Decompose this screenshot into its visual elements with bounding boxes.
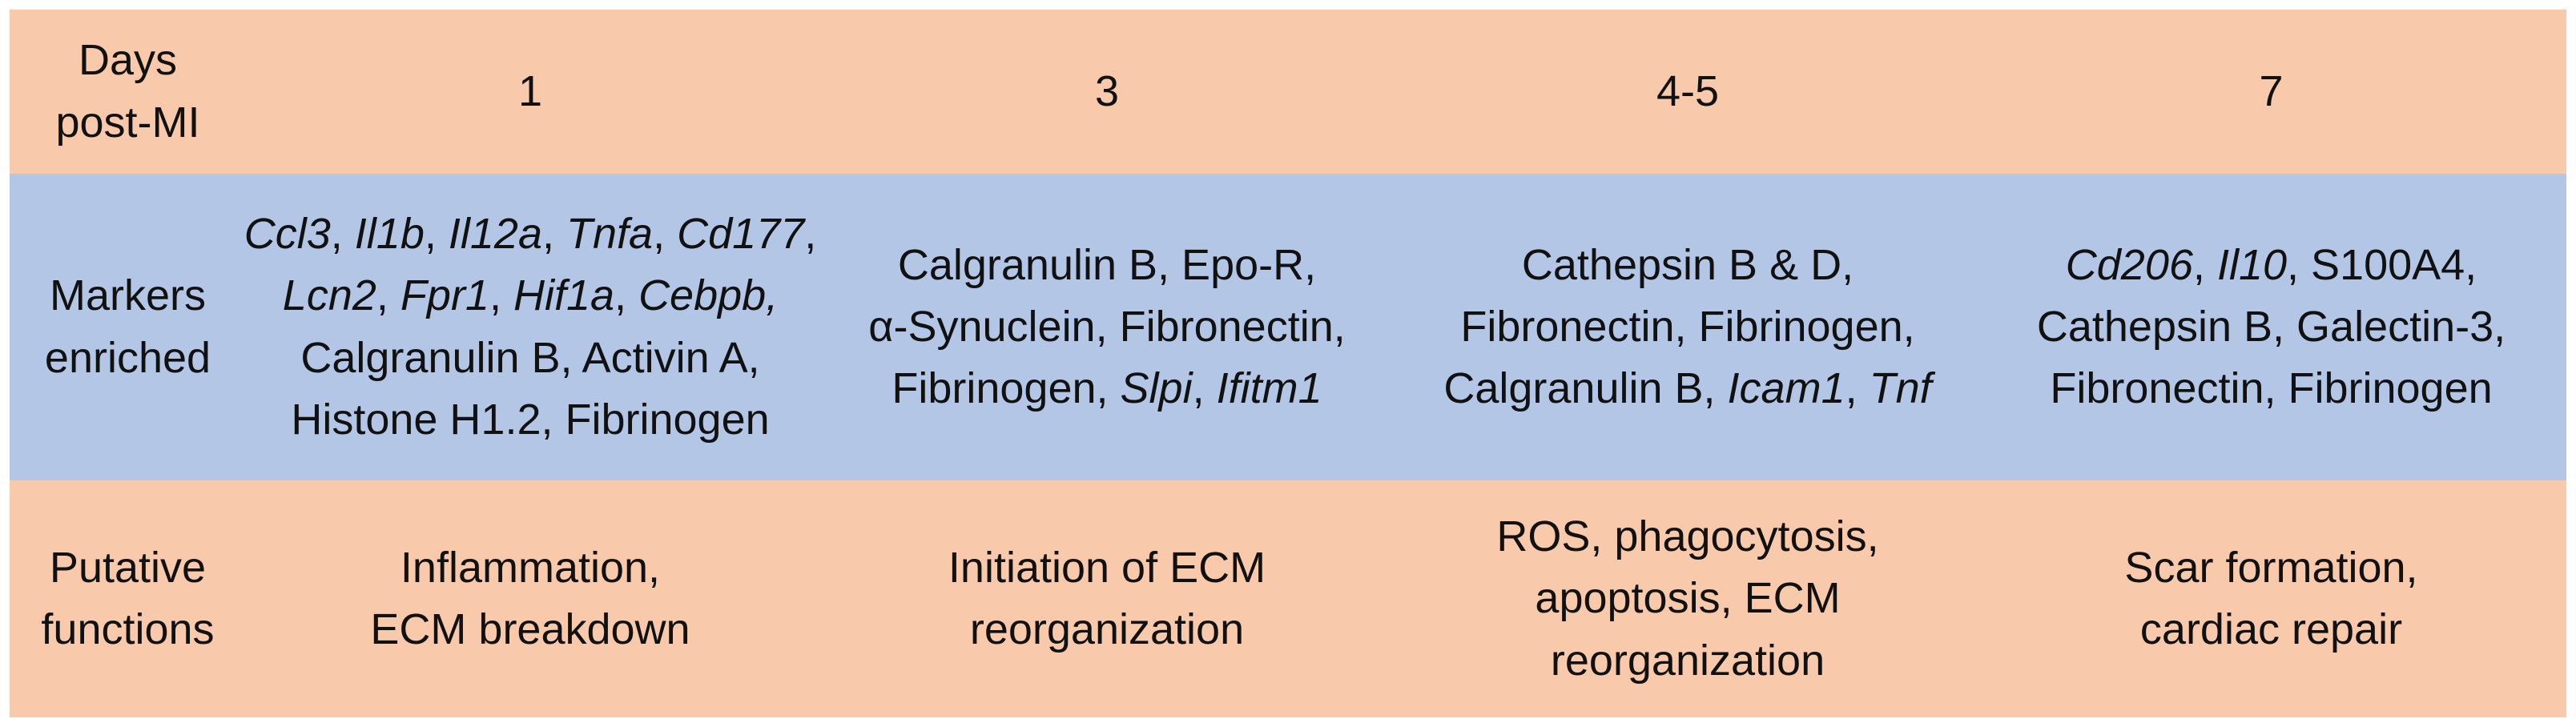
day-3-cell: 3 — [815, 10, 1399, 174]
marker-line: Calgranulin B, Activin A, — [300, 327, 759, 389]
gene-name: Hif1a — [513, 271, 615, 320]
markers-list: Cathepsin B & D, Fibronectin, Fibrinogen,… — [1443, 235, 1931, 420]
marker-text: Fibronectin, Fibrinogen — [2050, 364, 2493, 413]
marker-text: Calgranulin B, Epo-R, — [897, 240, 1317, 289]
day-value: 1 — [517, 66, 543, 115]
function-line: reorganization — [969, 605, 1245, 653]
day-1-cell: 1 — [246, 10, 815, 174]
row-header-days-line-2: post-MI — [55, 98, 200, 147]
marker-line: Lcn2, Fpr1, Hif1a, Cebpb, — [283, 265, 778, 327]
markers-day-7-cell: Cd206, Il10, S100A4, Cathepsin B, Galecti… — [1976, 174, 2566, 480]
gene-name: Il10 — [2216, 240, 2288, 289]
day-4-5-cell: 4-5 — [1399, 10, 1976, 174]
gene-name: Cd206 — [2065, 240, 2193, 289]
functions-day-3-cell: Initiation of ECM reorganization — [815, 480, 1399, 717]
gene-name: Il12a — [448, 210, 542, 259]
row-header-markers-line-2: enriched — [44, 333, 211, 382]
gene-name: Slpi — [1120, 364, 1193, 413]
function-line: ROS, phagocytosis, — [1496, 512, 1879, 561]
marker-text: Calgranulin B, — [1443, 364, 1728, 413]
markers-day-4-5-cell: Cathepsin B & D, Fibronectin, Fibrinogen,… — [1399, 174, 1976, 480]
day-7-cell: 7 — [1976, 10, 2566, 174]
day-value: 7 — [2259, 66, 2284, 115]
marker-text: Cathepsin B, Galectin-3, — [2036, 302, 2506, 351]
functions-day-4-5-cell: ROS, phagocytosis, apoptosis, ECM reorga… — [1399, 480, 1976, 717]
gene-name: Tnfa — [566, 210, 654, 259]
marker-text: , — [614, 271, 639, 320]
function-line: Inflammation, — [400, 543, 661, 592]
marker-line: Cathepsin B, Galectin-3, — [2037, 296, 2506, 358]
marker-text: , — [1845, 364, 1870, 413]
marker-text: , — [376, 271, 400, 320]
function-line: Scar formation, — [2124, 543, 2418, 592]
marker-line: Histone H1.2, Fibrinogen — [291, 389, 769, 451]
gene-name: Ifitm1 — [1216, 364, 1322, 413]
gene-name: Tnf — [1869, 364, 1932, 413]
marker-line: Cd206, Il10, S100A4, — [2066, 235, 2477, 296]
marker-text: Calgranulin B, Activin A, — [300, 333, 760, 382]
row-header-functions-line-1: Putative — [49, 543, 207, 592]
markers-day-3-cell: Calgranulin B, Epo-R, α-Synuclein, Fibron… — [815, 174, 1399, 480]
function-line: Initiation of ECM — [948, 543, 1266, 592]
marker-line: Calgranulin B, Epo-R, — [898, 235, 1316, 296]
marker-line: Fibronectin, Fibrinogen — [2050, 358, 2492, 420]
row-header-days-line-1: Days — [78, 36, 177, 85]
marker-text: , — [542, 210, 567, 259]
gene-name: Fpr1 — [400, 271, 489, 320]
marker-text: , — [653, 210, 678, 259]
marker-text: , — [489, 271, 513, 320]
day-value: 4-5 — [1656, 66, 1720, 115]
markers-day-1-cell: Ccl3, Il1b, Il12a, Tnfa, Cd177,Lcn2, Fpr… — [244, 174, 817, 480]
gene-name: Lcn2 — [282, 271, 376, 320]
marker-line: Calgranulin B, Icam1, Tnf — [1443, 358, 1931, 420]
day-value: 3 — [1094, 66, 1120, 115]
marker-text: , — [2192, 240, 2217, 289]
function-line: reorganization — [1550, 636, 1825, 685]
gene-name: Cd177 — [677, 210, 805, 259]
marker-text: , — [424, 210, 449, 259]
markers-list: Cd206, Il10, S100A4, Cathepsin B, Galecti… — [2037, 235, 2506, 420]
function-line: cardiac repair — [2139, 605, 2403, 653]
marker-text: Fibrinogen, — [892, 364, 1121, 413]
marker-line: Fibronectin, Fibrinogen, — [1460, 296, 1914, 358]
row-header-markers-line-1: Markers — [49, 271, 206, 320]
row-header-markers: Markers enriched — [10, 174, 246, 480]
marker-text: Cathepsin B & D, — [1521, 240, 1854, 289]
row-header-functions-line-2: functions — [41, 605, 215, 653]
markers-list: Calgranulin B, Epo-R, α-Synuclein, Fibron… — [868, 235, 1345, 420]
marker-text: , S100A4, — [2287, 240, 2477, 289]
marker-line: Ccl3, Il1b, Il12a, Tnfa, Cd177, — [244, 203, 817, 265]
gene-name: Icam1 — [1727, 364, 1845, 413]
marker-line: α-Synuclein, Fibronectin, — [868, 296, 1345, 358]
gene-name: Ccl3 — [244, 210, 331, 259]
marker-text: , — [804, 210, 817, 259]
marker-line: Fibrinogen, Slpi, Ifitm1 — [892, 358, 1322, 420]
row-header-days: Days post-MI — [10, 10, 246, 174]
marker-text: , — [1192, 364, 1217, 413]
marker-text: Fibronectin, Fibrinogen, — [1460, 302, 1915, 351]
functions-day-7-cell: Scar formation, cardiac repair — [1976, 480, 2566, 717]
gene-name: Cebpb, — [638, 271, 779, 320]
timeline-table: Days post-MI 1 3 4-5 7 Markers enriched … — [10, 10, 2566, 717]
marker-text: α-Synuclein, Fibronectin, — [868, 302, 1346, 351]
marker-text: Histone H1.2, Fibrinogen — [291, 395, 770, 444]
markers-list: Ccl3, Il1b, Il12a, Tnfa, Cd177,Lcn2, Fpr… — [244, 203, 817, 451]
row-header-functions: Putative functions — [10, 480, 246, 717]
function-line: ECM breakdown — [370, 605, 690, 653]
marker-line: Cathepsin B & D, — [1522, 235, 1854, 296]
function-line: apoptosis, ECM — [1535, 574, 1841, 623]
functions-day-1-cell: Inflammation, ECM breakdown — [246, 480, 815, 717]
gene-name: Il1b — [354, 210, 425, 259]
marker-text: , — [330, 210, 355, 259]
